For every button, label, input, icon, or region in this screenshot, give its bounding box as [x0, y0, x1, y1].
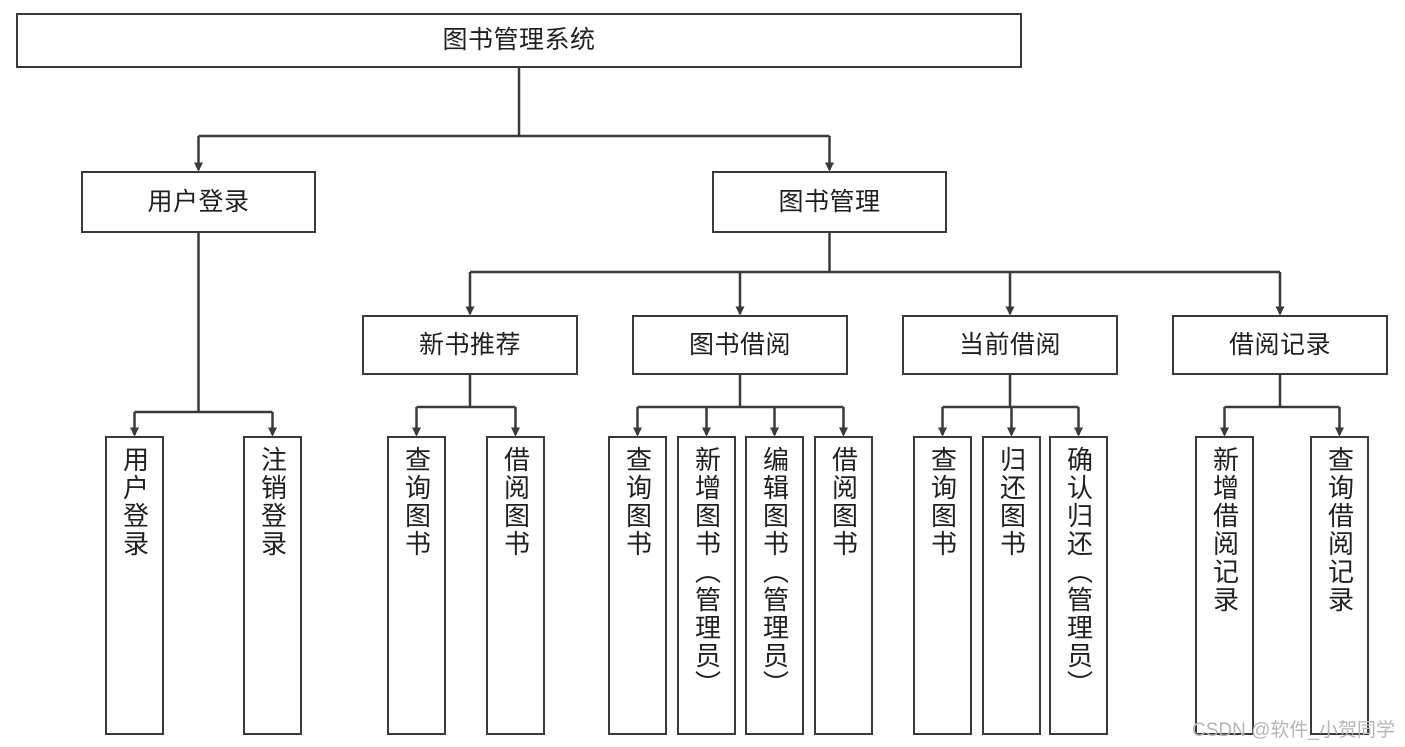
node-label: 借阅图书: [500, 446, 531, 558]
node-borrow-record[interactable]: 借阅记录: [1172, 315, 1388, 375]
node-leaf-rec-borrow[interactable]: 借阅图书: [486, 436, 545, 735]
node-label: 图书管理系统: [442, 26, 596, 54]
node-label: 注销登录: [257, 446, 288, 558]
node-leaf-cur-query[interactable]: 查询图书: [913, 436, 972, 735]
node-label: 查询图书: [401, 446, 432, 558]
node-label: 新书推荐: [418, 330, 521, 359]
node-current-borrow[interactable]: 当前借阅: [902, 315, 1118, 375]
node-label: 借阅图书: [828, 446, 859, 558]
node-label: 确认归还（管理员）: [1063, 446, 1094, 698]
node-leaf-user-login[interactable]: 用户登录: [105, 436, 164, 735]
node-book-manage[interactable]: 图书管理: [712, 171, 947, 233]
node-leaf-user-logout[interactable]: 注销登录: [243, 436, 302, 735]
node-label: 图书管理: [778, 187, 881, 216]
node-leaf-borrow-lend[interactable]: 借阅图书: [814, 436, 873, 735]
node-label: 新增图书（管理员）: [691, 446, 722, 698]
node-new-book-rec[interactable]: 新书推荐: [362, 315, 578, 375]
edge-group: [130, 68, 1344, 437]
node-leaf-borrow-edit[interactable]: 编辑图书（管理员）: [745, 436, 804, 735]
node-label: 编辑图书（管理员）: [759, 446, 790, 698]
node-leaf-rec-query2[interactable]: 查询借阅记录: [1310, 436, 1369, 735]
node-label: 当前借阅: [958, 330, 1061, 359]
node-leaf-cur-return[interactable]: 归还图书: [982, 436, 1041, 735]
node-root[interactable]: 图书管理系统: [16, 13, 1022, 68]
node-label: 归还图书: [996, 446, 1027, 558]
node-leaf-borrow-query[interactable]: 查询图书: [608, 436, 667, 735]
node-book-borrow[interactable]: 图书借阅: [632, 315, 848, 375]
node-label: 查询借阅记录: [1324, 446, 1355, 614]
node-label: 借阅记录: [1228, 330, 1331, 359]
node-user-login[interactable]: 用户登录: [81, 171, 316, 233]
node-leaf-rec-add[interactable]: 新增借阅记录: [1195, 436, 1254, 735]
node-leaf-rec-query[interactable]: 查询图书: [387, 436, 446, 735]
node-leaf-cur-confirm[interactable]: 确认归还（管理员）: [1049, 436, 1108, 735]
node-label: 用户登录: [119, 446, 150, 558]
node-label: 图书借阅: [688, 330, 791, 359]
node-label: 新增借阅记录: [1209, 446, 1240, 614]
node-label: 查询图书: [927, 446, 958, 558]
node-leaf-borrow-add[interactable]: 新增图书（管理员）: [677, 436, 736, 735]
node-label: 用户登录: [147, 187, 250, 216]
node-label: 查询图书: [622, 446, 653, 558]
